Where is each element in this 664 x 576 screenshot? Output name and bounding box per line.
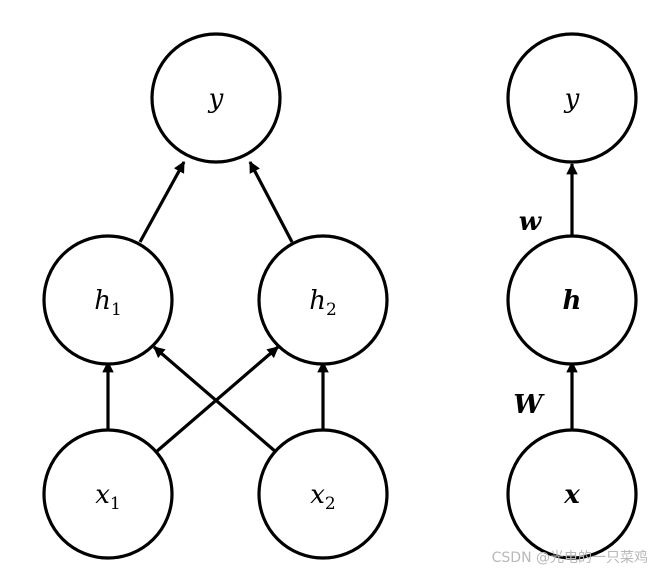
node-x1-label: x1 [95, 480, 121, 514]
node-h2: h2 [257, 234, 389, 366]
node-y-right-label: y [564, 84, 580, 114]
weight-w-label: w [519, 207, 543, 237]
edge-x2-h1 [152, 345, 278, 454]
node-x1: x1 [42, 428, 174, 560]
node-h-vector: h [506, 234, 638, 366]
node-h-vector-label: h [563, 286, 582, 316]
left-edges [102, 160, 329, 454]
node-x2: x2 [257, 428, 389, 560]
node-y-left-label: y [208, 84, 224, 114]
edge-h2-y [248, 160, 294, 243]
node-y-right: y [506, 32, 638, 164]
node-h1-label: h1 [94, 286, 122, 320]
weight-W-label: W [513, 390, 545, 420]
edge-h1-y [138, 160, 186, 243]
node-x-vector-label: x [563, 480, 580, 510]
node-y-left: y [150, 32, 282, 164]
node-x-vector: x [506, 428, 638, 560]
node-h2-label: h2 [309, 286, 337, 320]
node-h1: h1 [42, 234, 174, 366]
node-x2-label: x2 [310, 480, 336, 514]
watermark: CSDN @光电的一只菜鸡 [492, 549, 648, 566]
